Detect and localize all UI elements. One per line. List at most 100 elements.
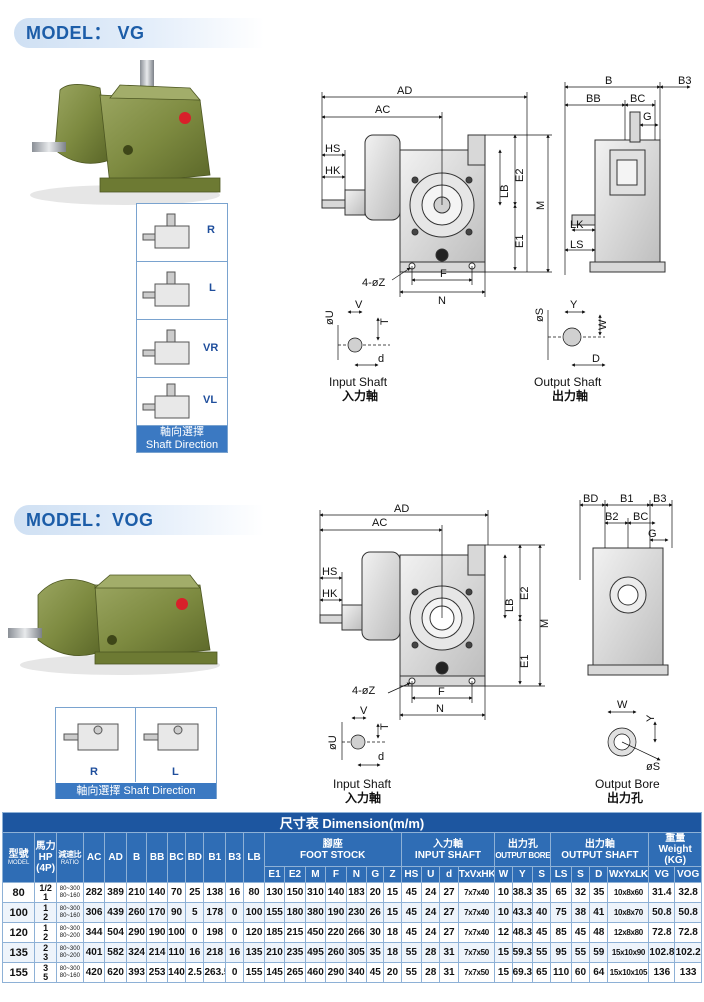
cell-value: 45 <box>400 882 423 903</box>
cell-value: 140 <box>166 962 187 983</box>
th-sub-wxyxlk: WxYxLK <box>607 866 650 883</box>
cell-value: 59 <box>589 942 609 963</box>
vog-dim-S: øS <box>646 761 660 773</box>
cell-value: 198 <box>203 922 227 943</box>
dim-Z: 4-øZ <box>362 277 386 289</box>
cell-value: 31 <box>439 942 459 963</box>
cell-value: 45 <box>532 922 552 943</box>
cell-value: 45 <box>400 922 423 943</box>
cell-value: 324 <box>125 942 148 963</box>
cell-value: 290 <box>325 962 347 983</box>
dim-S: øS <box>534 308 546 322</box>
cell-value: 102.8 <box>648 942 676 963</box>
cell-value: 10x8x60 <box>607 882 650 903</box>
vog-dim-F: F <box>438 686 445 698</box>
cell-value: 220 <box>325 922 347 943</box>
cell-value: 340 <box>345 962 368 983</box>
dim-F: F <box>440 268 447 280</box>
dim-E1: E1 <box>514 235 526 248</box>
cell-value: 495 <box>304 942 327 963</box>
cell-value: 110 <box>166 942 187 963</box>
vog-dim-Y: Y <box>645 714 657 722</box>
cell-value: 27 <box>439 922 459 943</box>
cell-value: 266 <box>345 922 368 943</box>
cell-value: 0 <box>225 922 245 943</box>
cell-value: 218 <box>203 942 227 963</box>
cell-value: 43.3 <box>511 902 534 923</box>
th-bc: BC <box>166 832 187 883</box>
dim-HS: HS <box>325 143 340 155</box>
vog-dim-M: M <box>539 619 551 628</box>
dim-HK: HK <box>325 165 341 177</box>
cell-value: 133 <box>674 962 702 983</box>
table-title: 尺寸表 Dimension(m/m) <box>2 812 702 833</box>
vg-direction-vl-label: VL <box>203 394 218 406</box>
cell-value: 305 <box>345 942 368 963</box>
vg-front-view <box>321 134 486 273</box>
cell-value: 60 <box>570 962 591 983</box>
th-bb: BB <box>146 832 168 883</box>
th-sub-n: N <box>345 866 368 883</box>
th-lb: LB <box>243 832 265 883</box>
cell-value: 155 <box>263 902 286 923</box>
vog-direction-footer: 軸向選擇 Shaft Direction <box>56 783 216 799</box>
cell-value: 10x8x70 <box>607 902 650 923</box>
cell-value: 18 <box>383 942 402 963</box>
cell-value: 35 <box>532 882 552 903</box>
cell-value: 41 <box>589 902 609 923</box>
cell-model: 80 <box>1 882 36 903</box>
cell-value: 35 <box>589 882 609 903</box>
vog-dim-d: d <box>378 751 384 763</box>
th-b3: B3 <box>225 832 245 883</box>
th-sub-m: M <box>304 866 327 883</box>
dim-AC: AC <box>375 104 390 116</box>
cell-value: 5 <box>185 902 205 923</box>
vog-dim-T: T <box>379 723 391 730</box>
cell-value: 38.3 <box>511 882 534 903</box>
cell-value: 306 <box>82 902 106 923</box>
cell-value: 31.4 <box>648 882 676 903</box>
vog-direction-r-label: R <box>90 766 98 778</box>
cell-value: 310 <box>304 882 327 903</box>
th-sub-ls: LS <box>550 866 572 883</box>
th-sub-f: F <box>325 866 347 883</box>
dim-T: T <box>379 318 391 325</box>
vog-side-view <box>587 547 669 676</box>
cell-value: 380 <box>304 902 327 923</box>
cell-value: 190 <box>325 902 347 923</box>
vg-side-dimensions <box>564 82 691 275</box>
cell-value: 72.8 <box>674 922 702 943</box>
vog-dim-U: øU <box>327 735 339 750</box>
vg-direction-r-label: R <box>207 224 215 236</box>
cell-value: 210 <box>125 882 148 903</box>
th-sub-g: G <box>366 866 385 883</box>
vog-front-view <box>319 544 486 687</box>
model-vog-banner: MODEL：VOG <box>14 505 264 535</box>
dim-M: M <box>535 201 547 210</box>
cell-value: 50.8 <box>648 902 676 923</box>
vog-direction-l-label: L <box>172 766 179 778</box>
cell-value: 48 <box>589 922 609 943</box>
cell-value: 401 <box>82 942 106 963</box>
th-b: B <box>125 832 148 883</box>
cell-value: 55 <box>532 942 552 963</box>
cell-model: 100 <box>1 902 36 923</box>
vog-input-shaft-caption-cn: 入力軸 <box>345 790 381 805</box>
cell-value: 85 <box>550 922 572 943</box>
vg-direction-footer-cn: 軸向選擇 <box>160 426 204 438</box>
cell-value: 40 <box>532 902 552 923</box>
cell-value: 18 <box>383 922 402 943</box>
dim-W: W <box>597 319 609 330</box>
